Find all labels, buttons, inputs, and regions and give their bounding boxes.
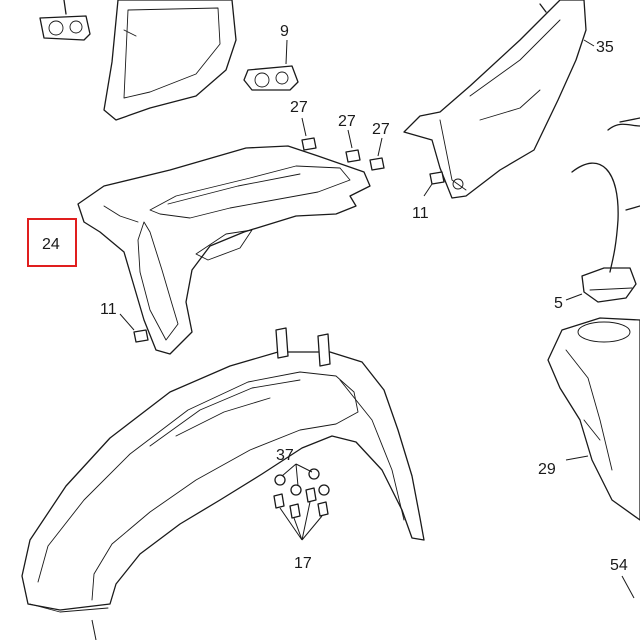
fender-hardware <box>273 463 330 541</box>
callout-24: 24 <box>42 236 60 253</box>
callout-35: 35 <box>596 39 614 56</box>
clamp-9 <box>243 39 299 91</box>
front-fender <box>21 327 425 640</box>
screw-27-c <box>369 137 385 171</box>
callout-54: 54 <box>610 557 628 574</box>
callout-17: 17 <box>294 555 312 572</box>
screw-11-left <box>119 313 149 343</box>
highlight-box-24 <box>27 218 77 267</box>
screw-27-a <box>301 117 317 151</box>
callout-11-left: 11 <box>100 301 117 318</box>
screw-27-b <box>345 129 361 163</box>
screw-11-right <box>423 171 445 197</box>
clamp-top-left <box>39 0 91 41</box>
fuel-tank <box>547 317 640 521</box>
side-panel-35 <box>403 0 595 199</box>
number-plate <box>103 0 237 121</box>
callout-37: 37 <box>276 447 294 464</box>
vent-hose <box>571 117 640 599</box>
fuel-cap-5 <box>565 267 637 303</box>
callout-5: 5 <box>554 295 563 312</box>
callout-29: 29 <box>538 461 556 478</box>
callout-27-a: 27 <box>290 99 308 116</box>
callout-9: 9 <box>280 23 289 40</box>
callout-11-right: 11 <box>412 205 429 222</box>
side-cover-24 <box>77 145 371 355</box>
callout-27-c: 27 <box>372 121 390 138</box>
callout-27-b: 27 <box>338 113 356 130</box>
